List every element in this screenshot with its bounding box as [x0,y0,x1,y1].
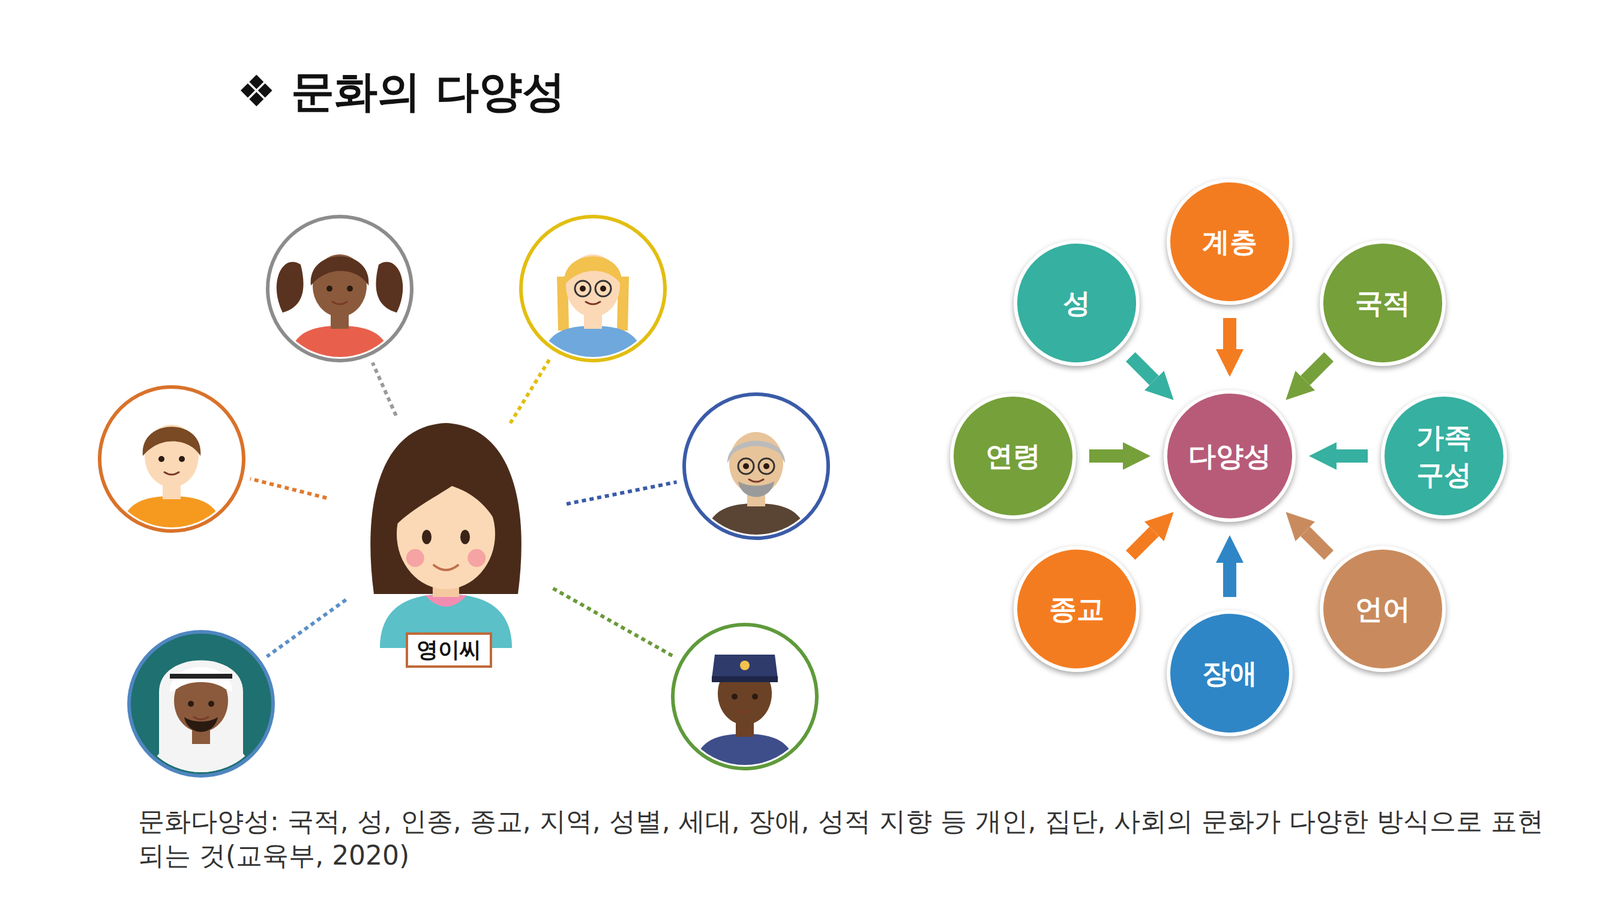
flow-arrow [1130,357,1155,381]
mouth [193,717,209,720]
category-circle: 계층 [1166,178,1293,305]
cheek [406,549,425,568]
node-label: 국적 [1355,284,1411,322]
visor [711,676,778,683]
beard [184,717,218,733]
shirt [288,325,391,367]
mouth [748,479,764,482]
pigtail [276,261,304,313]
node-label: 가족 구성 [1398,418,1489,494]
dotted-link [267,600,347,658]
bangs [393,464,499,529]
cheek [467,549,486,568]
dotted-link [372,362,397,416]
category-circle: 연령 [950,393,1077,520]
eye [763,463,770,470]
node-label: 다양성 [1188,437,1272,475]
category-circle: 종교 [1013,546,1140,673]
mouth [433,565,458,571]
dotted-link [510,357,551,424]
eye [731,693,738,700]
category-circle: 장애 [1166,610,1293,737]
glasses [758,458,775,475]
avatar [520,216,665,367]
beard [738,481,775,497]
avatar [129,631,274,782]
glasses [574,280,591,297]
eye [326,285,333,292]
eye [600,285,607,292]
hair [142,426,202,457]
node-label: 계층 [1202,223,1258,261]
shirt [693,733,796,775]
hair [727,441,785,464]
flow-arrow [1089,449,1123,463]
category-circle: 가족 구성 [1380,393,1507,520]
flow-arrow [1305,357,1329,381]
avatar [267,216,412,367]
flow-arrow [1223,562,1237,598]
mouth [164,472,179,475]
mouth [332,301,347,305]
node-label: 종교 [1049,590,1105,628]
node-label: 장애 [1202,654,1258,692]
dotted-link [250,478,327,499]
avatar [672,624,817,775]
hair [370,423,522,595]
eye [742,463,749,470]
category-circle: 다양성 [1163,390,1296,523]
category-circle: 성 [1013,240,1140,367]
category-circle: 언어 [1319,546,1446,673]
eye [158,456,165,463]
eye [178,456,185,463]
name-tag: 영이씨 [405,632,493,668]
shirt [150,741,253,782]
node-label: 연령 [985,437,1041,475]
flow-arrow [1305,531,1329,556]
flow-arrow [1223,318,1237,350]
dotted-link [553,588,675,658]
node-label: 영이씨 [416,635,482,665]
eye [751,693,758,700]
shirt [705,503,808,545]
mouth [585,301,601,305]
hair [564,256,623,286]
slide-title: ❖ 문화의 다양성 [237,63,566,121]
headdress-top [169,667,233,692]
flow-arrow [1130,531,1155,556]
mouth [737,709,752,713]
pigtail [375,261,403,313]
shirt [541,325,644,367]
node-label: 성 [1062,284,1091,322]
badge [739,660,750,671]
hair [310,256,370,286]
eye [421,529,432,545]
category-circle: 국적 [1319,240,1446,367]
shirt [120,496,223,538]
glasses [738,458,754,475]
center-person [370,423,522,649]
glasses [595,280,611,297]
eye [579,285,586,292]
node-label: 언어 [1355,590,1411,628]
eye [346,285,353,292]
cap [711,654,778,679]
eye [208,700,215,707]
agal [169,673,233,679]
eye [460,529,470,545]
eye [187,700,194,707]
flow-arrow [1336,449,1368,463]
avatar [684,394,829,545]
avatar [99,387,244,538]
dotted-link [566,481,677,505]
definition-caption: 문화다양성: 국적, 성, 인종, 종교, 지역, 성별, 세대, 장애, 성적… [138,804,1549,873]
